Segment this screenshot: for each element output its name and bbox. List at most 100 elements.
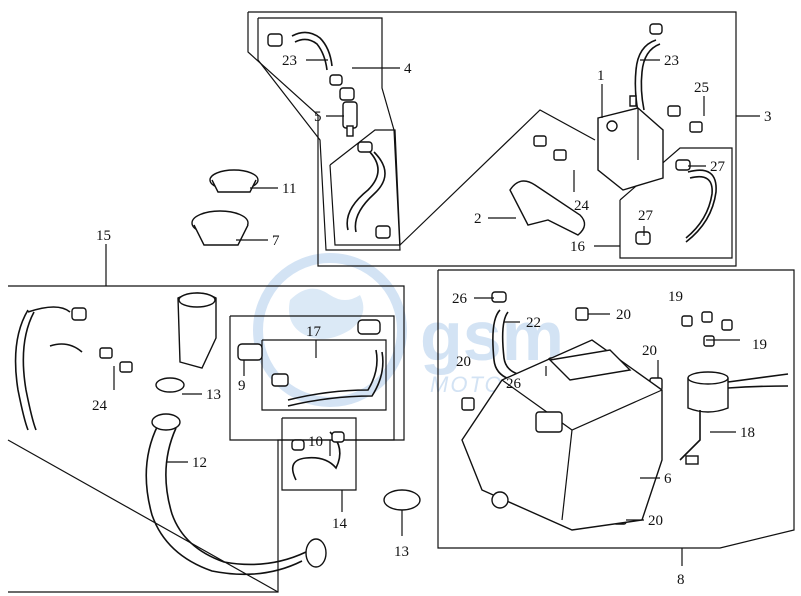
callout-5: 5 (314, 109, 322, 125)
callout-27b: 27 (638, 208, 654, 224)
hose-23-right (634, 39, 657, 113)
hose-17-b (287, 351, 384, 407)
oil-tank-1 (597, 107, 664, 191)
hose-left-top (27, 306, 71, 313)
filter-7-body (193, 224, 249, 246)
hose-12 (145, 424, 303, 576)
callout-20b: 20 (456, 354, 471, 370)
callout-17: 17 (306, 324, 322, 340)
callout-1: 1 (597, 68, 605, 84)
callout-26b: 26 (506, 376, 522, 392)
callout-3: 3 (764, 109, 772, 125)
bolt-25b (689, 121, 703, 133)
clamp-10b (331, 431, 345, 443)
clamp-4-inner-top (357, 141, 373, 153)
group-4-border (257, 17, 401, 251)
leader-lines (105, 59, 760, 566)
callout-27a: 27 (710, 159, 726, 175)
fuel-sender-18-arm (679, 410, 701, 461)
bolt-25a (667, 105, 681, 117)
callout-10: 10 (308, 434, 323, 450)
clamp-left-top (267, 33, 283, 47)
hose-12-end-top (151, 413, 181, 431)
callout-19a: 19 (668, 289, 683, 305)
valve-5-tip (346, 125, 354, 137)
bolt-24b (553, 149, 567, 161)
filler-cap-parts (191, 169, 259, 246)
group-4-inner-border (329, 129, 401, 246)
clamp-10a (291, 439, 305, 451)
fuel-sender-18-float (685, 455, 699, 465)
bracket-2 (509, 180, 586, 236)
hose-17 (287, 349, 378, 401)
fuel-sender-18-wire-b (727, 385, 789, 389)
callout-7: 7 (272, 233, 280, 249)
clamp-17-top (357, 319, 381, 335)
callout-4: 4 (404, 61, 412, 77)
clamp-9 (237, 343, 263, 361)
callout-9: 9 (238, 378, 246, 394)
callout-labels: 1 2 3 4 5 6 7 8 9 10 11 12 13 13 14 15 1… (92, 53, 772, 588)
callout-26a: 26 (452, 291, 468, 307)
callout-12: 12 (192, 455, 207, 471)
hose-27-b (685, 175, 713, 239)
bolt-19c (721, 319, 733, 331)
hose-23-right-b (640, 43, 661, 111)
group-17-inner-border (261, 339, 387, 411)
hose-23-left (291, 31, 333, 67)
bolt-19d (703, 335, 715, 347)
group-fuel-tank-hoses (7, 285, 421, 593)
hose-10 (291, 431, 341, 481)
watermark-globe-icon (253, 253, 407, 407)
fuel-tank-6-outlet (491, 491, 509, 509)
valve-5 (342, 101, 358, 129)
callout-8: 8 (677, 572, 685, 588)
group-17-border (229, 315, 395, 441)
hose-12-b (165, 427, 307, 566)
oil-tank-1-nozzle (629, 95, 637, 107)
clamp-4-mid (339, 87, 355, 101)
callout-16: 16 (570, 239, 586, 255)
filler-neck-top (178, 292, 216, 308)
group-oil-tank-assembly (247, 11, 737, 267)
clamp-4-top (329, 74, 343, 86)
fuel-sender-18-wire (727, 373, 789, 383)
callout-20a: 20 (616, 307, 631, 323)
callout-24b: 24 (92, 398, 108, 414)
bolt-24a (533, 135, 547, 147)
callout-19b: 19 (752, 337, 767, 353)
clamp-13-bottom (383, 489, 421, 511)
cap-11-body (211, 179, 257, 193)
callout-18: 18 (740, 425, 755, 441)
callout-22: 22 (526, 315, 541, 331)
callout-6: 6 (664, 471, 672, 487)
callout-20d: 20 (648, 513, 663, 529)
callout-13a: 13 (206, 387, 221, 403)
clamp-26-top (491, 291, 507, 303)
bolt-19a (681, 315, 693, 327)
clamp-27-bottom (635, 231, 651, 245)
group-fuel-tank-assembly (437, 269, 795, 549)
fuel-tank-6-edge-b (561, 429, 573, 521)
clamp-13-left (155, 377, 185, 393)
fuel-tank-6-bracket (548, 349, 632, 381)
bolt-20b (461, 397, 475, 411)
hose-27 (685, 169, 717, 243)
clamp-left-1 (71, 307, 87, 321)
group-10-border (281, 417, 357, 491)
callout-15: 15 (96, 228, 111, 244)
bolt-19b (701, 311, 713, 323)
group-3-border (247, 11, 737, 267)
hose-12-end-bottom (305, 538, 327, 568)
callout-2: 2 (474, 211, 482, 227)
callout-11: 11 (282, 181, 296, 197)
fuel-tank-6-cap (535, 411, 563, 433)
hose-left-tall-b (22, 311, 37, 431)
group-8-border (437, 269, 795, 549)
group-16-border (619, 147, 733, 259)
bolt-24d (119, 361, 133, 373)
clamp-4-inner-bottom (375, 225, 391, 239)
callout-13b: 13 (394, 544, 409, 560)
